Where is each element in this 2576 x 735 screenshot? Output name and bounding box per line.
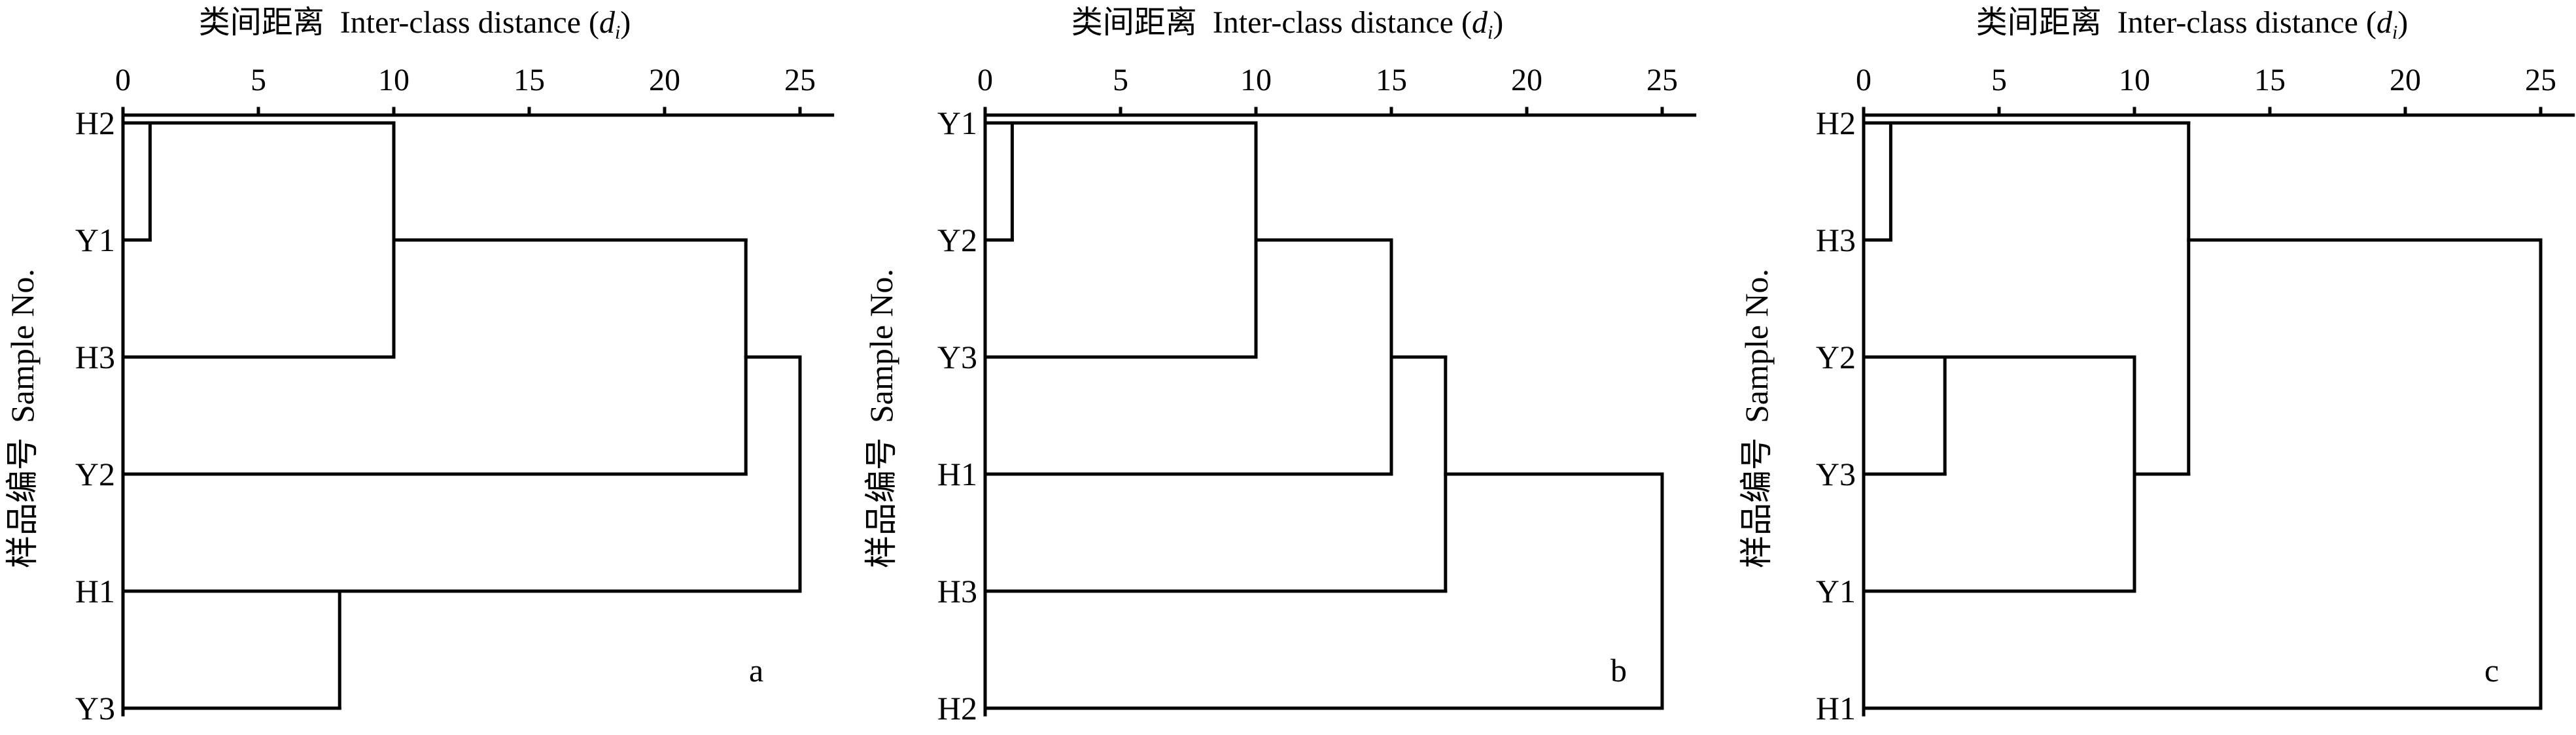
y-axis-title-en: Sample No. (863, 269, 899, 423)
x-axis-title-var: d (1472, 5, 1488, 40)
x-tick-label: 15 (513, 63, 545, 97)
leaf-label: Y3 (75, 690, 115, 726)
leaf-label: Y1 (937, 105, 977, 141)
x-axis-title-sub: i (2392, 22, 2397, 43)
x-tick-label: 10 (2119, 63, 2150, 97)
leaf-label: Y1 (1816, 573, 1856, 609)
leaf-label: Y1 (75, 222, 115, 258)
leaf-label: H3 (75, 339, 115, 375)
panel-label: a (749, 652, 763, 689)
x-axis-title-sub: i (1488, 22, 1493, 43)
y-axis-title-cn: 样品编号 (863, 437, 899, 568)
x-tick-label: 0 (977, 63, 993, 97)
panel-b: 类间距离 Inter-class distance (di) 0 5 10 15 20 25Y… (863, 5, 1697, 726)
x-tick-label: 20 (1511, 63, 1542, 97)
x-axis-title-en: Inter-class distance ( (340, 5, 599, 40)
x-axis-title-sub: i (615, 22, 620, 43)
x-axis-title: 类间距离 Inter-class distance (di) (1071, 5, 1504, 43)
panel-a: 类间距离 Inter-class distance (di) 0 5 10 15 20 25H… (4, 5, 835, 726)
y-axis-title: 样品编号 Sample No. (863, 269, 899, 568)
x-axis-title-var: d (2376, 5, 2393, 40)
panel-c: 类间距离 Inter-class distance (di) 0 5 10 15 20 25H… (1738, 5, 2575, 726)
x-tick-label: 5 (1991, 63, 2007, 97)
x-tick-label: 20 (649, 63, 680, 97)
x-axis-title-close: ) (2397, 5, 2408, 40)
x-tick-label: 25 (2525, 63, 2556, 97)
x-axis-title: 类间距离 Inter-class distance (di) (199, 5, 631, 43)
leaf-label: H1 (1816, 690, 1856, 726)
leaf-label: H3 (937, 573, 977, 609)
x-tick-label: 0 (115, 63, 131, 97)
y-axis-title: 样品编号 Sample No. (4, 269, 41, 568)
y-axis-title-en: Sample No. (4, 269, 41, 423)
y-axis-title: 样品编号 Sample No. (1738, 269, 1775, 568)
x-axis-title-close: ) (620, 5, 631, 40)
x-tick-label: 25 (1646, 63, 1678, 97)
x-tick-label: 10 (378, 63, 409, 97)
leaf-label: Y3 (1816, 456, 1856, 492)
x-tick-label: 0 (1856, 63, 1871, 97)
x-tick-label: 10 (1240, 63, 1272, 97)
leaf-label: Y3 (937, 339, 977, 375)
x-axis-title-cn: 类间距离 (1976, 5, 2102, 40)
y-axis-title-en: Sample No. (1738, 269, 1775, 423)
leaf-label: Y2 (75, 456, 115, 492)
x-tick-label: 5 (251, 63, 266, 97)
x-tick-label: 15 (2254, 63, 2286, 97)
x-tick-label: 5 (1113, 63, 1128, 97)
leaf-label: Y2 (1816, 339, 1856, 375)
x-axis-title-var: d (599, 5, 616, 40)
x-axis-title-cn: 类间距离 (1071, 5, 1197, 40)
leaf-label: Y2 (937, 222, 977, 258)
leaf-label: H2 (75, 105, 115, 141)
x-tick-label: 15 (1376, 63, 1407, 97)
x-axis-title-close: ) (1493, 5, 1503, 40)
x-axis-title: 类间距离 Inter-class distance (di) (1976, 5, 2409, 43)
panel-label: c (2484, 652, 2499, 689)
leaf-label: H1 (937, 456, 977, 492)
x-tick-label: 20 (2390, 63, 2421, 97)
panel-label: b (1610, 652, 1627, 689)
x-axis-title-cn: 类间距离 (199, 5, 324, 40)
leaf-label: H2 (1816, 105, 1856, 141)
y-axis-title-cn: 样品编号 (4, 437, 41, 568)
x-axis-title-en: Inter-class distance ( (2117, 5, 2376, 40)
leaf-label: H2 (937, 690, 977, 726)
y-axis-title-cn: 样品编号 (1738, 437, 1775, 568)
leaf-label: H1 (75, 573, 115, 609)
x-tick-label: 25 (784, 63, 816, 97)
x-axis-title-en: Inter-class distance ( (1213, 5, 1472, 40)
leaf-label: H3 (1816, 222, 1856, 258)
